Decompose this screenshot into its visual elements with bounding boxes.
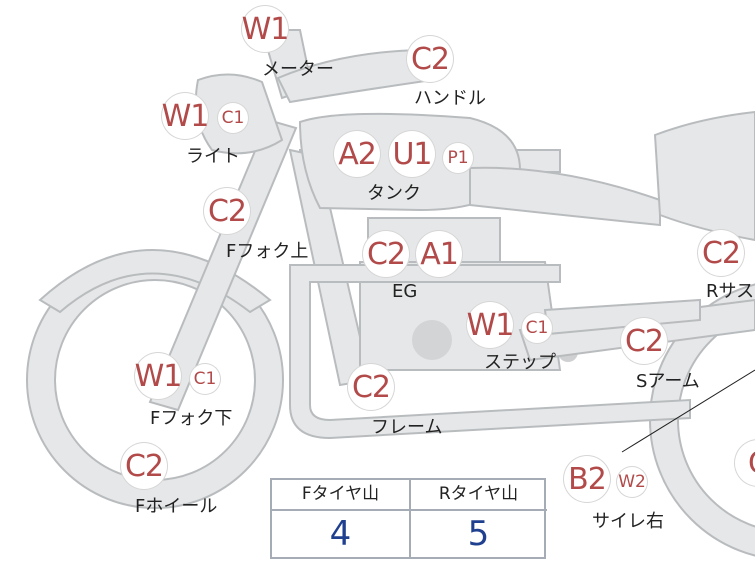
tank-label: タンク xyxy=(367,183,421,204)
handle-code-c2: C2 xyxy=(407,36,453,82)
frame-code-c2: C2 xyxy=(348,364,394,410)
light-label: ライト xyxy=(186,146,240,167)
meter-code-w1: W1 xyxy=(242,6,289,52)
front-wheel-label: Fホイール xyxy=(135,496,218,517)
rear-tire-value: 5 xyxy=(467,514,490,554)
light-code-w1: W1 xyxy=(162,93,209,139)
fork-upper-label: Fフォク上 xyxy=(226,241,309,262)
tank-code-a2: A2 xyxy=(334,131,380,177)
muffler-code-w2: W2 xyxy=(617,467,647,497)
rear-tire-column: Rタイヤ山 5 xyxy=(410,480,547,557)
muffler-label: サイレ右 xyxy=(592,511,664,532)
front-wheel-code-c2: C2 xyxy=(121,443,167,489)
tire-tread-table: Fタイヤ山 4 Rタイヤ山 5 xyxy=(270,478,547,559)
engine-code-c2: C2 xyxy=(363,231,409,277)
tank-code-u1: U1 xyxy=(389,131,435,177)
front-tire-column: Fタイヤ山 4 xyxy=(272,480,411,557)
fork-upper-code-c2: C2 xyxy=(204,188,250,234)
rear-susp-label: Rサス xyxy=(706,281,755,302)
muffler-code-b2: B2 xyxy=(564,456,610,502)
light-code-c1: C1 xyxy=(218,103,248,133)
fork-lower-label: Fフォク下 xyxy=(150,408,233,429)
swingarm-code-c2: C2 xyxy=(621,318,667,364)
meter-label: メーター xyxy=(262,59,334,80)
rear-susp-code-c2: C2 xyxy=(698,230,744,276)
handle-label: ハンドル xyxy=(414,88,486,109)
front-tire-value: 4 xyxy=(329,514,352,554)
front-tire-header: Fタイヤ山 xyxy=(272,480,409,511)
rear-edge-code: C xyxy=(735,440,755,486)
engine-label: EG xyxy=(392,281,418,302)
step-code-c1: C1 xyxy=(522,313,552,343)
engine-code-a1: A1 xyxy=(416,231,462,277)
step-label: ステップ xyxy=(484,352,556,373)
step-code-w1: W1 xyxy=(467,302,514,348)
frame-label: フレーム xyxy=(371,417,443,438)
rear-tire-header: Rタイヤ山 xyxy=(410,480,547,511)
fork-lower-code-c1: C1 xyxy=(190,364,220,394)
swingarm-label: Sアーム xyxy=(636,371,700,392)
fork-lower-code-w1: W1 xyxy=(135,353,182,399)
tank-code-p1: P1 xyxy=(443,143,473,173)
